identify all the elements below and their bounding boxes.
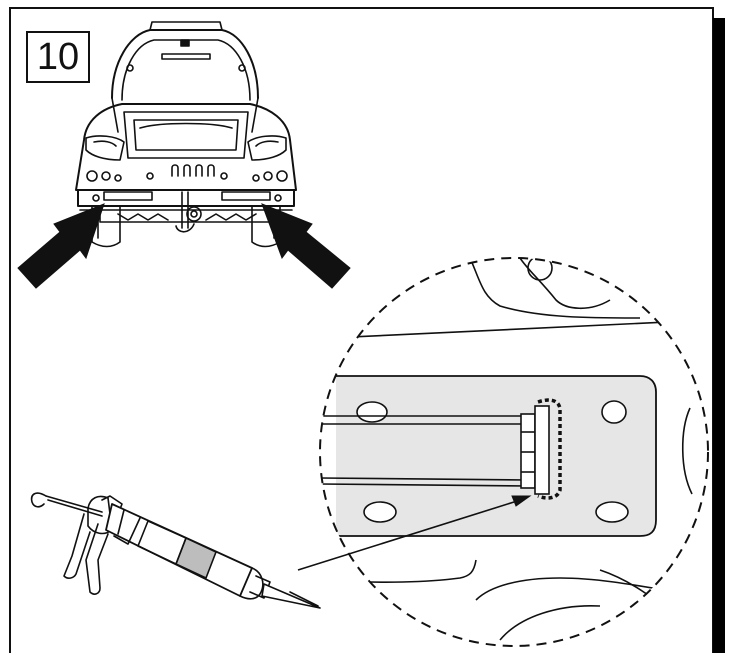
car-rear-view-icon — [75, 21, 297, 248]
leader-arrow — [297, 495, 532, 571]
step-number: 10 — [36, 36, 80, 78]
panel-frame — [9, 7, 725, 653]
step-number-badge: 10 — [26, 31, 90, 83]
sealant-caulk-gun-icon — [30, 492, 321, 609]
sealant-bead-icon — [537, 398, 562, 500]
pointer-arrow-right-icon — [261, 203, 351, 289]
pointer-arrow-left-icon — [17, 203, 105, 289]
detail-magnifier-circle-icon — [319, 257, 709, 647]
